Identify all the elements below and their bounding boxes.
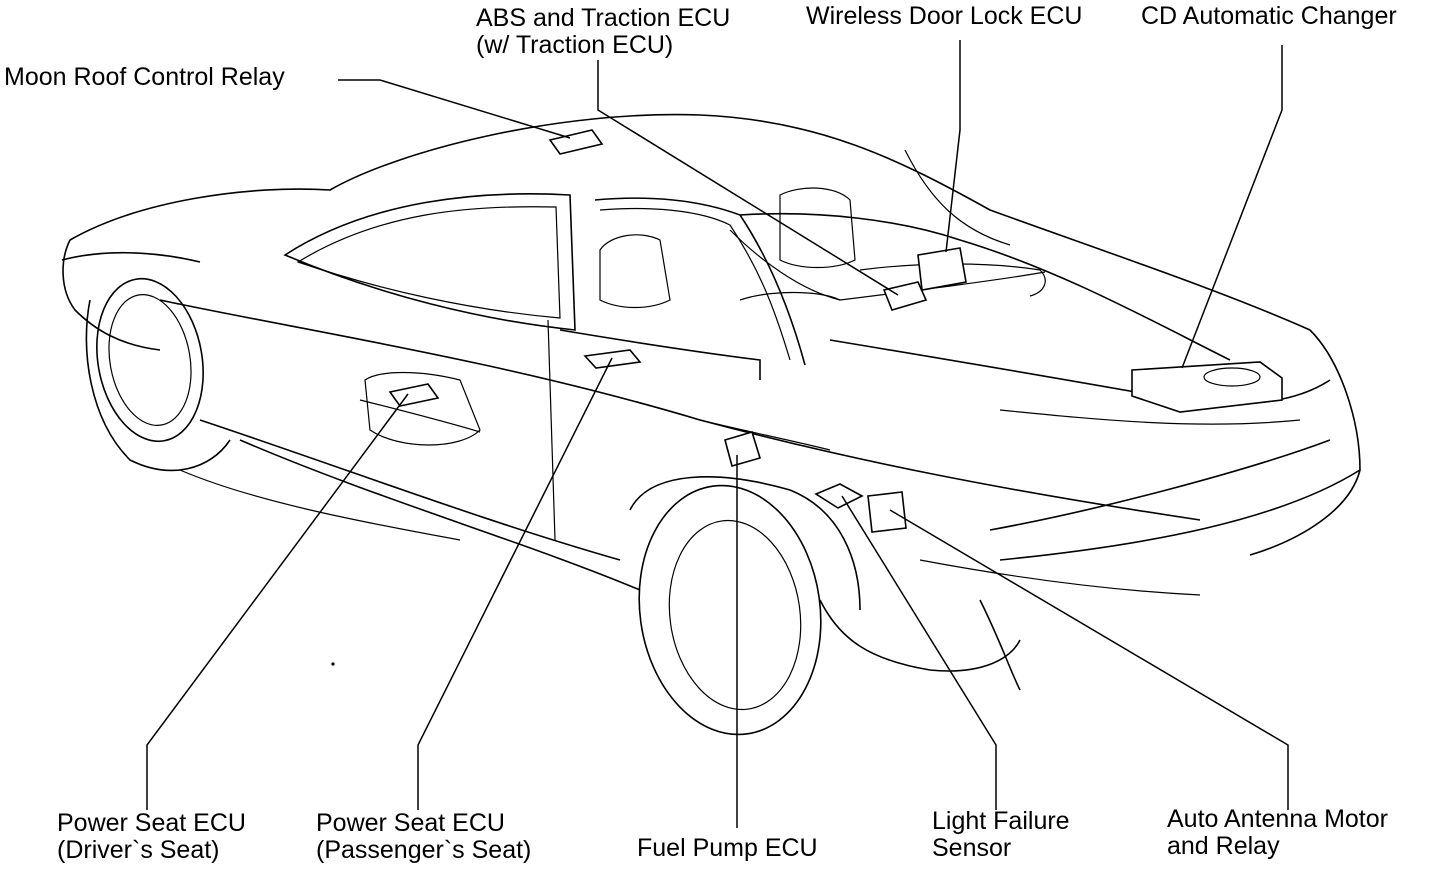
label-moon-roof-control-relay: Moon Roof Control Relay [4, 63, 285, 91]
leader-antenna [889, 509, 1289, 810]
passenger-seat-ecu-part [583, 349, 642, 369]
leader-cd [1181, 45, 1283, 369]
cd-changer-part [1131, 361, 1283, 413]
label-light-failure-sensor: Light Failure Sensor [932, 807, 1070, 862]
light-failure-sensor-part [814, 483, 864, 509]
leader-seat-passenger [417, 357, 613, 810]
leader-abs [597, 60, 899, 296]
leader-light [841, 495, 997, 810]
moon-roof-relay-part [548, 129, 604, 155]
component-parts [388, 129, 1283, 533]
label-power-seat-ecu-driver: Power Seat ECU (Driver`s Seat) [57, 809, 246, 864]
leader-moonroof [338, 79, 571, 139]
car-body [61, 113, 1361, 736]
label-abs-traction-ecu: ABS and Traction ECU (w/ Traction ECU) [476, 4, 731, 59]
label-wireless-door-lock-ecu: Wireless Door Lock ECU [806, 2, 1083, 30]
leader-seat-driver [146, 393, 409, 810]
label-auto-antenna-motor-relay: Auto Antenna Motor and Relay [1167, 805, 1388, 860]
label-power-seat-ecu-passenger: Power Seat ECU (Passenger`s Seat) [316, 809, 532, 864]
leader-lines [146, 40, 1289, 828]
driver-seat-ecu-part [388, 383, 440, 407]
abs-ecu-part [882, 281, 928, 311]
wireless-door-lock-ecu-part [917, 247, 967, 291]
label-cd-automatic-changer: CD Automatic Changer [1141, 2, 1397, 30]
fuel-pump-ecu-part [724, 431, 762, 467]
leader-wireless [945, 40, 961, 253]
label-fuel-pump-ecu: Fuel Pump ECU [637, 834, 818, 862]
antenna-motor-part [867, 491, 907, 533]
